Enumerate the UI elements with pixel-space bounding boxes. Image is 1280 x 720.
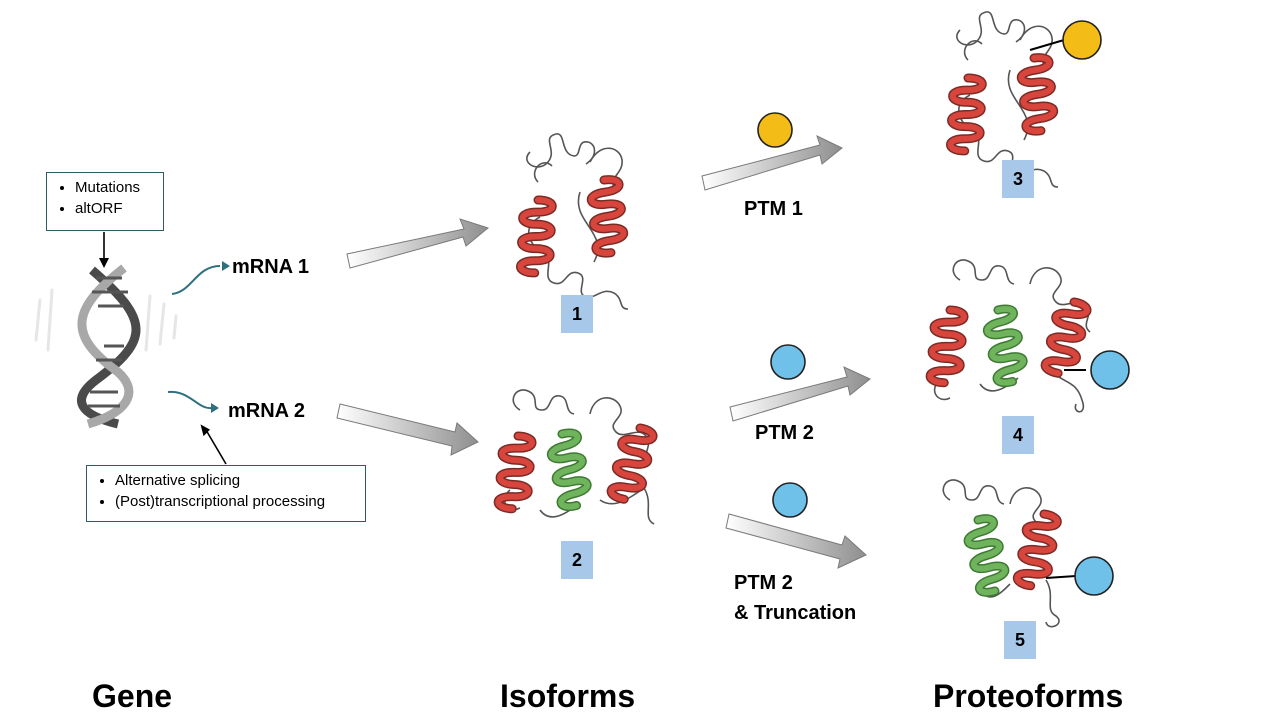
isoform-1-badge: 1 — [561, 295, 593, 333]
note-alternative-splicing: Alternative splicing — [115, 470, 355, 491]
ptm1-group-icon — [757, 112, 793, 148]
proteoform-3-badge: 3 — [1002, 160, 1034, 198]
ptm1-label: PTM 1 — [744, 198, 803, 220]
proteoform-4-protein — [921, 259, 1130, 413]
processing-note: Alternative splicing (Post)transcription… — [86, 465, 366, 522]
arrow-mrna2-isoform2 — [336, 403, 479, 456]
proteoform-4-badge: 4 — [1002, 416, 1034, 454]
mrna1-arrow — [171, 261, 230, 295]
arrow-ptm2 — [729, 366, 871, 422]
arrow-mrna1-isoform1 — [346, 218, 490, 269]
column-title-gene: Gene — [92, 678, 173, 714]
proteoform-3-protein — [942, 12, 1102, 187]
column-title-isoforms: Isoforms — [500, 678, 636, 714]
isoform-1-protein — [512, 134, 628, 309]
ptm2-label: PTM 2 — [755, 422, 814, 444]
ptm2-truncation-label: PTM 2 & Truncation — [734, 568, 856, 628]
mrna1-label: mRNA 1 — [232, 256, 310, 278]
ptm2-truncation-group-icon — [772, 482, 808, 518]
arrow-ptm2-truncation — [725, 513, 867, 569]
proteoform-5-badge: 5 — [1004, 621, 1036, 659]
ptm2-truncation-line1: PTM 2 — [734, 572, 793, 594]
note-altorf: altORF — [75, 198, 153, 219]
ptm2-group-icon — [770, 344, 806, 380]
ptm2-truncation-line2: & Truncation — [734, 602, 857, 624]
arrow-ptm1 — [701, 135, 843, 191]
column-title-proteoforms: Proteoforms — [933, 678, 1124, 714]
mrna2-label: mRNA 2 — [228, 400, 306, 422]
gene-variation-note: Mutations altORF — [46, 172, 164, 231]
mrna2-arrow — [167, 390, 219, 413]
isoform-2-protein — [489, 389, 662, 525]
proteoform-5-protein — [942, 479, 1114, 628]
splicing-pointer — [205, 429, 227, 465]
dna-icon — [34, 264, 178, 429]
note-transcriptional-processing: (Post)transcriptional processing — [115, 491, 355, 512]
isoform-2-badge: 2 — [561, 541, 593, 579]
note-mutations: Mutations — [75, 177, 153, 198]
